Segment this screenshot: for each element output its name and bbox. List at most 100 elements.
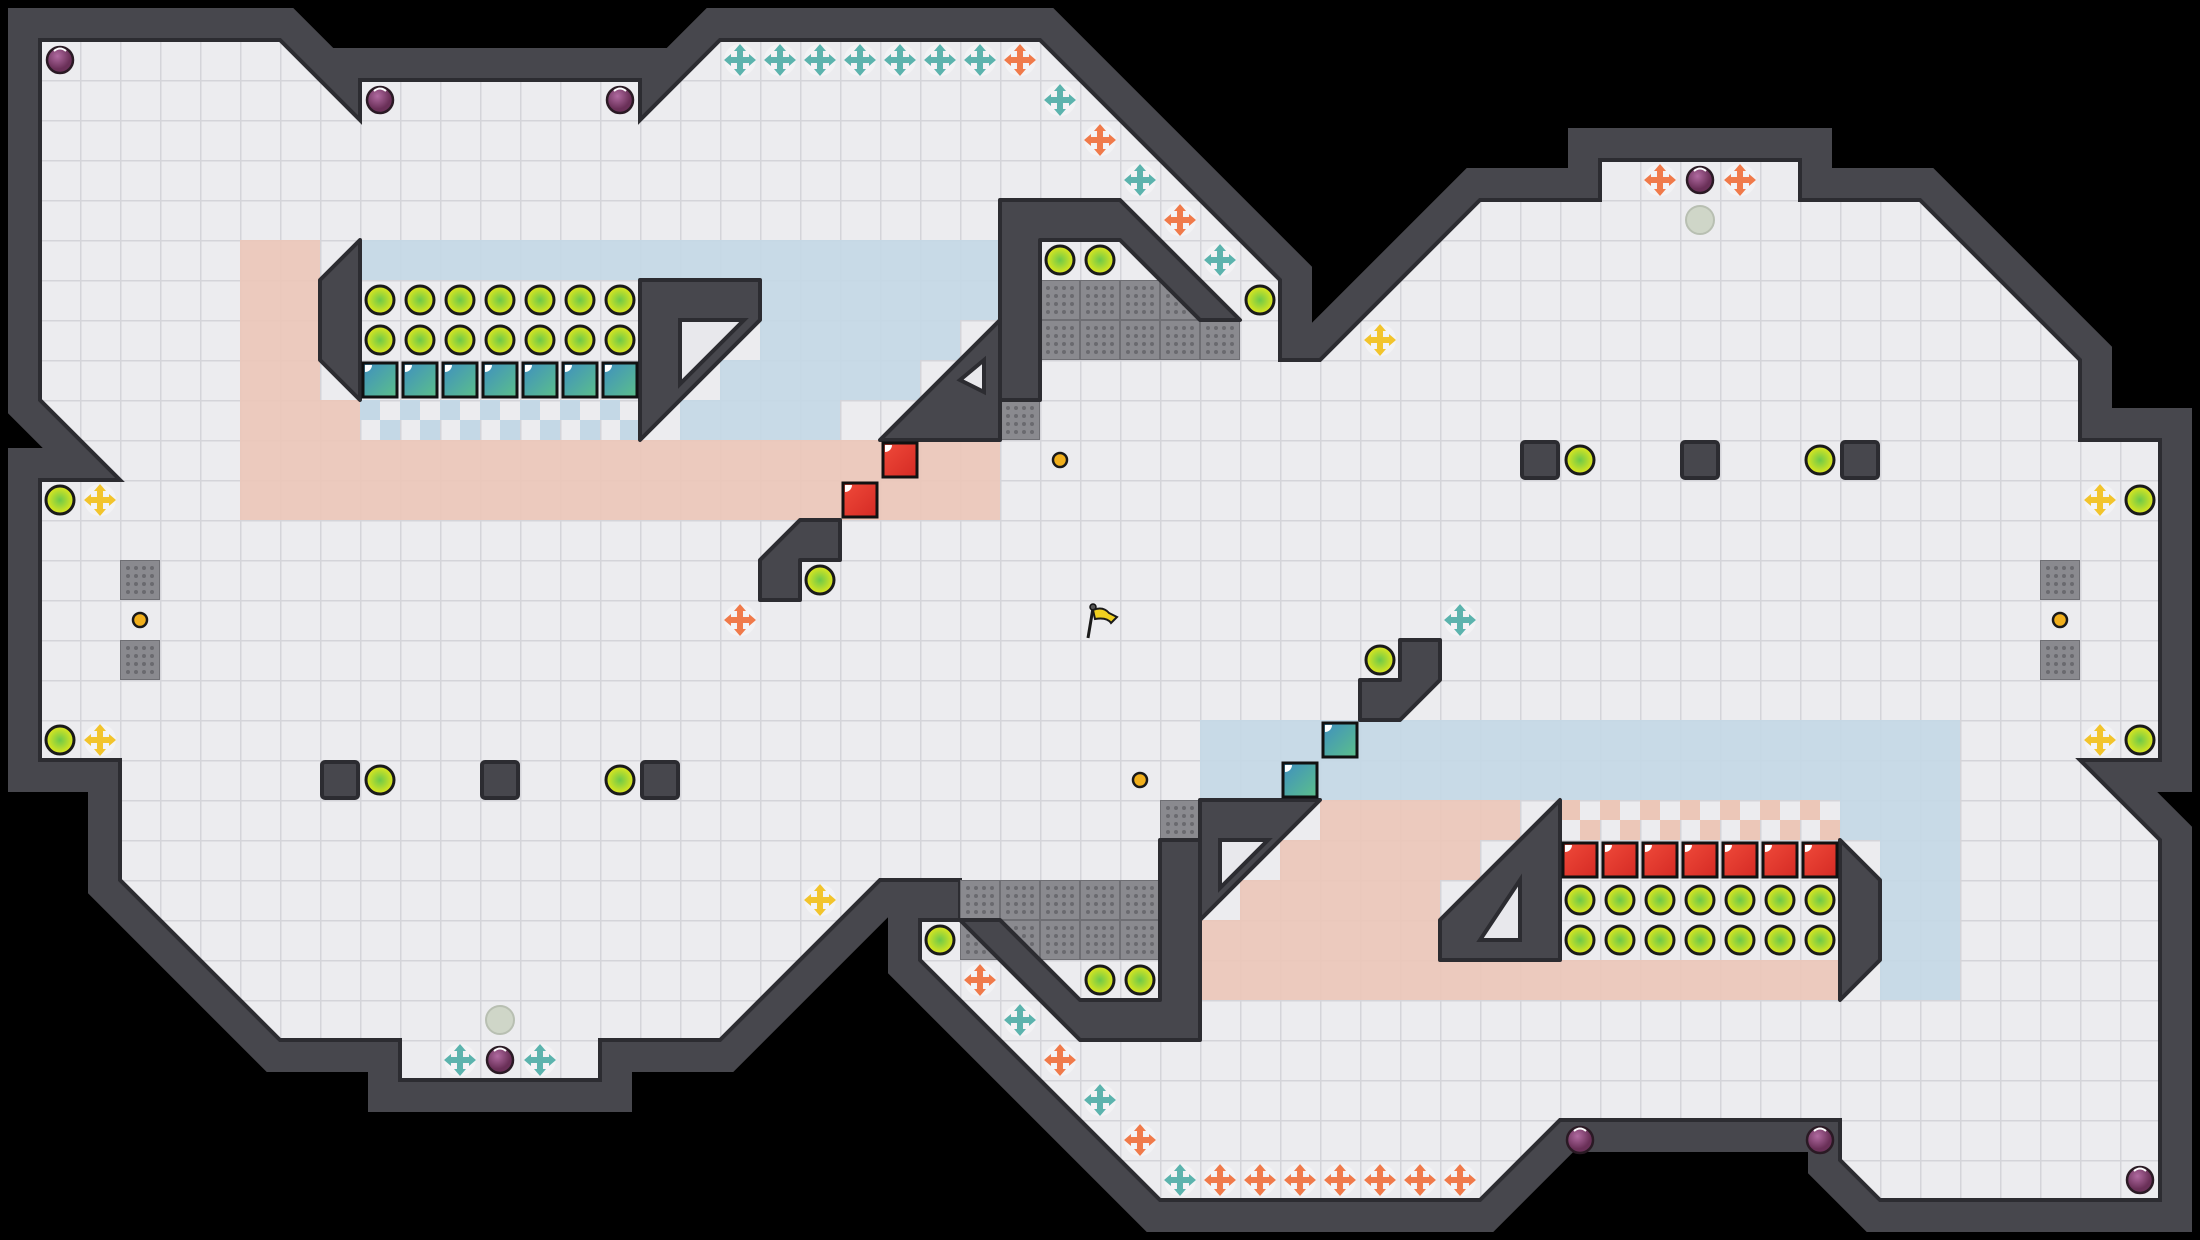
coin[interactable] xyxy=(1804,924,1836,956)
yellow-cross[interactable] xyxy=(84,724,116,756)
coin[interactable] xyxy=(444,324,476,356)
teal-block[interactable] xyxy=(481,361,519,399)
gold-dot[interactable] xyxy=(1051,451,1069,469)
coin[interactable] xyxy=(1804,884,1836,916)
yellow-cross[interactable] xyxy=(2084,724,2116,756)
gold-dot[interactable] xyxy=(131,611,149,629)
coin[interactable] xyxy=(404,324,436,356)
teal-cross[interactable] xyxy=(964,44,996,76)
coin[interactable] xyxy=(1364,644,1396,676)
coin[interactable] xyxy=(44,484,76,516)
orange-cross[interactable] xyxy=(1084,124,1116,156)
red-block[interactable] xyxy=(1801,841,1839,879)
coin[interactable] xyxy=(524,324,556,356)
coin[interactable] xyxy=(404,284,436,316)
coin[interactable] xyxy=(364,324,396,356)
teal-cross[interactable] xyxy=(804,44,836,76)
coin[interactable] xyxy=(1764,884,1796,916)
red-block[interactable] xyxy=(1681,841,1719,879)
orange-cross[interactable] xyxy=(1004,44,1036,76)
gold-dot[interactable] xyxy=(2051,611,2069,629)
teal-block[interactable] xyxy=(521,361,559,399)
teal-cross[interactable] xyxy=(884,44,916,76)
coin[interactable] xyxy=(1564,924,1596,956)
orange-cross[interactable] xyxy=(964,964,996,996)
coin[interactable] xyxy=(524,284,556,316)
coin[interactable] xyxy=(1084,964,1116,996)
orange-cross[interactable] xyxy=(1164,204,1196,236)
orange-cross[interactable] xyxy=(1244,1164,1276,1196)
red-block[interactable] xyxy=(1641,841,1679,879)
purple-orb[interactable] xyxy=(1685,165,1715,195)
purple-orb[interactable] xyxy=(2125,1165,2155,1195)
teal-cross[interactable] xyxy=(1164,1164,1196,1196)
coin[interactable] xyxy=(1564,444,1596,476)
orange-cross[interactable] xyxy=(1444,1164,1476,1196)
purple-orb[interactable] xyxy=(605,85,635,115)
teal-block[interactable] xyxy=(401,361,439,399)
red-block[interactable] xyxy=(1721,841,1759,879)
purple-orb[interactable] xyxy=(45,45,75,75)
yellow-cross[interactable] xyxy=(804,884,836,916)
yellow-cross[interactable] xyxy=(1364,324,1396,356)
yellow-cross[interactable] xyxy=(84,484,116,516)
coin[interactable] xyxy=(484,324,516,356)
red-block[interactable] xyxy=(1601,841,1639,879)
coin[interactable] xyxy=(604,284,636,316)
coin[interactable] xyxy=(804,564,836,596)
orange-cross[interactable] xyxy=(1404,1164,1436,1196)
teal-cross[interactable] xyxy=(724,44,756,76)
teal-block[interactable] xyxy=(601,361,639,399)
coin[interactable] xyxy=(2124,484,2156,516)
orange-cross[interactable] xyxy=(1324,1164,1356,1196)
coin[interactable] xyxy=(364,764,396,796)
teal-cross[interactable] xyxy=(924,44,956,76)
orange-cross[interactable] xyxy=(1284,1164,1316,1196)
orange-cross[interactable] xyxy=(1124,1124,1156,1156)
coin[interactable] xyxy=(564,284,596,316)
purple-orb[interactable] xyxy=(1805,1125,1835,1155)
coin[interactable] xyxy=(604,324,636,356)
teal-cross[interactable] xyxy=(524,1044,556,1076)
teal-cross[interactable] xyxy=(844,44,876,76)
orange-cross[interactable] xyxy=(1364,1164,1396,1196)
coin[interactable] xyxy=(1804,444,1836,476)
teal-cross[interactable] xyxy=(1044,84,1076,116)
coin[interactable] xyxy=(1684,924,1716,956)
teal-block[interactable] xyxy=(1281,761,1319,799)
orange-cross[interactable] xyxy=(1644,164,1676,196)
coin[interactable] xyxy=(1604,884,1636,916)
coin[interactable] xyxy=(1564,884,1596,916)
coin[interactable] xyxy=(564,324,596,356)
teal-cross[interactable] xyxy=(1124,164,1156,196)
coin[interactable] xyxy=(1644,884,1676,916)
coin[interactable] xyxy=(2124,724,2156,756)
orange-cross[interactable] xyxy=(1724,164,1756,196)
coin[interactable] xyxy=(484,284,516,316)
coin[interactable] xyxy=(1644,924,1676,956)
coin[interactable] xyxy=(1764,924,1796,956)
red-block[interactable] xyxy=(841,481,879,519)
purple-orb[interactable] xyxy=(1565,1125,1595,1155)
coin[interactable] xyxy=(1724,924,1756,956)
red-block[interactable] xyxy=(1761,841,1799,879)
coin[interactable] xyxy=(1124,964,1156,996)
coin[interactable] xyxy=(364,284,396,316)
teal-cross[interactable] xyxy=(1204,244,1236,276)
red-block[interactable] xyxy=(881,441,919,479)
coin[interactable] xyxy=(444,284,476,316)
red-block[interactable] xyxy=(1561,841,1599,879)
teal-cross[interactable] xyxy=(1084,1084,1116,1116)
teal-cross[interactable] xyxy=(764,44,796,76)
coin[interactable] xyxy=(1724,884,1756,916)
purple-orb[interactable] xyxy=(365,85,395,115)
teal-block[interactable] xyxy=(1321,721,1359,759)
teal-block[interactable] xyxy=(441,361,479,399)
gold-dot[interactable] xyxy=(1131,771,1149,789)
orange-cross[interactable] xyxy=(1204,1164,1236,1196)
coin[interactable] xyxy=(1084,244,1116,276)
orange-cross[interactable] xyxy=(724,604,756,636)
faded-circle[interactable] xyxy=(1685,205,1715,235)
faded-circle[interactable] xyxy=(485,1005,515,1035)
